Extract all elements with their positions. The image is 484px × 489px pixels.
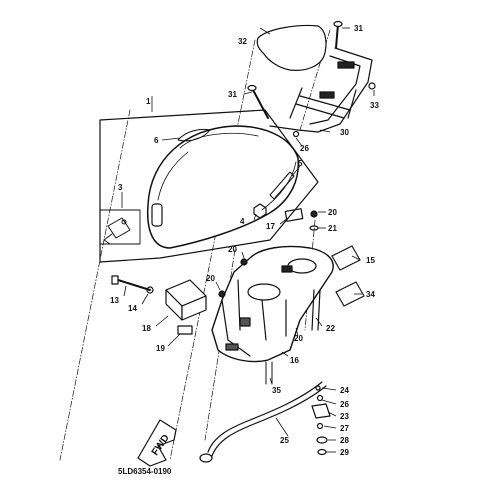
- part-16-storage-box: [211, 245, 334, 363]
- part-6-pad: [177, 128, 211, 142]
- leader-lines: [121, 27, 375, 453]
- callout-6: 6: [154, 136, 159, 145]
- callout-22: 22: [326, 324, 335, 333]
- small-parts-23-29: [311, 385, 331, 456]
- part-30-rack: [269, 47, 373, 133]
- callout-28: 28: [340, 436, 349, 445]
- part-26-washer: [292, 130, 300, 138]
- callout-20d: 20: [294, 334, 303, 343]
- callout-3: 3: [118, 183, 123, 192]
- callout-14: 14: [128, 304, 137, 313]
- part-32-cushion: [256, 24, 327, 71]
- forward-arrow: [137, 419, 177, 467]
- callout-19: 19: [156, 344, 165, 353]
- callout-13: 13: [110, 296, 119, 305]
- callout-24: 24: [340, 386, 349, 395]
- callout-30: 30: [340, 128, 349, 137]
- seat-assembly-frame: [99, 109, 319, 263]
- callout-20b: 20: [228, 245, 237, 254]
- part-33-washer: [368, 82, 376, 90]
- part-25-cable: [199, 361, 327, 463]
- callout-31a: 31: [354, 24, 363, 33]
- callout-34: 34: [366, 290, 375, 299]
- part-34-label-plate: [335, 281, 365, 307]
- callout-15: 15: [366, 256, 375, 265]
- callout-18: 18: [142, 324, 151, 333]
- callout-1: 1: [146, 97, 151, 106]
- callout-26b: 26: [340, 400, 349, 409]
- callout-17: 17: [266, 222, 275, 231]
- part-19-block: [177, 325, 193, 335]
- callout-21: 21: [328, 224, 337, 233]
- callout-33: 33: [370, 101, 379, 110]
- callout-35: 35: [272, 386, 281, 395]
- part-18-box: [165, 279, 207, 321]
- part-17-pad: [284, 208, 304, 222]
- callout-29: 29: [340, 448, 349, 457]
- callout-16: 16: [290, 356, 299, 365]
- callout-5: 5: [298, 159, 303, 168]
- part-13-bolt: [111, 275, 154, 294]
- drawing-code: 5LD6354-0190: [118, 467, 172, 476]
- callout-26a: 26: [300, 144, 309, 153]
- callout-27: 27: [340, 424, 349, 433]
- callout-23: 23: [340, 412, 349, 421]
- callout-32: 32: [238, 37, 247, 46]
- part-5-strip: [269, 171, 295, 200]
- part-22-hose: [311, 289, 321, 331]
- part-20-bolts: [218, 210, 319, 298]
- callout-31b: 31: [228, 90, 237, 99]
- seat: [146, 125, 300, 249]
- part-3-hinge: [99, 209, 141, 245]
- callout-20a: 20: [328, 208, 337, 217]
- callout-labels: 1 3 4 5 6 13 14 15 16 17 18 19 20 20 20 …: [110, 24, 379, 457]
- callout-25: 25: [280, 436, 289, 445]
- callout-4: 4: [240, 217, 245, 226]
- part-31-bolts: [247, 20, 343, 119]
- part-4-nut: [253, 203, 267, 219]
- callout-20c: 20: [206, 274, 215, 283]
